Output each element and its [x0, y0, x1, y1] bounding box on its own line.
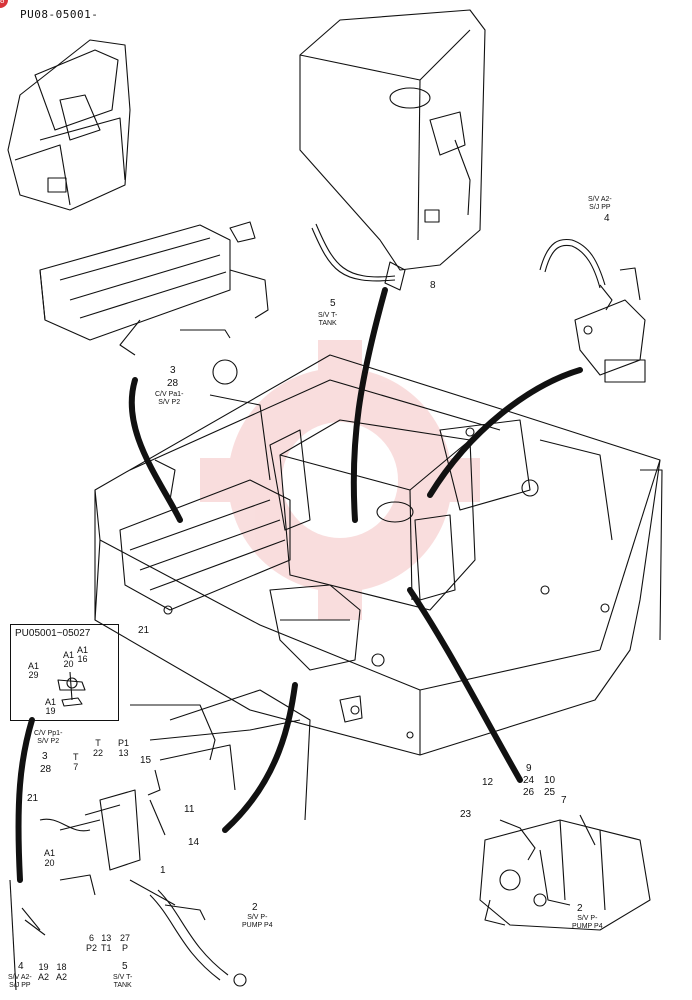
callout-sv-t-tank-top: S/V T- TANK — [318, 312, 338, 327]
callout-a1-20-bottom: A1 20 — [44, 848, 56, 868]
routing-lines — [15, 287, 583, 883]
hose-5-top — [311, 227, 396, 282]
inset-callout-a1-20: A1 20 — [63, 650, 75, 669]
callout-cv-pp1: C/V Pp1- S/V P2 — [34, 730, 63, 745]
inset-callout-a1-16: A1 16 — [77, 645, 89, 664]
callout-sv-t-tank-bottom: S/V T- TANK — [113, 974, 133, 989]
inset-callout-a1-29: A1 29 — [28, 661, 40, 680]
callout-cv-pa1-top: C/V Pa1- S/V P2 — [155, 391, 184, 406]
frame-valve-bank — [119, 479, 361, 671]
watermark-gear — [200, 340, 480, 620]
callout-1: 1 — [160, 865, 166, 876]
callout-t-22: T 22 — [93, 738, 104, 758]
excavator-thumbnail — [7, 39, 131, 211]
callout-p1-13: P1 13 — [118, 738, 130, 758]
control-valve-bank — [39, 221, 269, 356]
callout-25: 25 — [544, 787, 556, 798]
part-range: PU08-05001- — [20, 8, 99, 21]
callout-3-bottom: 3 — [42, 751, 48, 762]
callout-2-pump: 2 — [577, 903, 583, 914]
callout-12: 12 — [482, 777, 494, 788]
callout-26: 26 — [523, 787, 535, 798]
hydraulic-pump — [479, 814, 651, 931]
frame-tank — [279, 419, 476, 611]
callout-10: 10 — [544, 775, 556, 786]
callout-21-bottom: 21 — [27, 793, 39, 804]
callout-8: 8 — [430, 280, 436, 291]
callout-28-bottom: 28 — [40, 764, 52, 775]
callout-sv-a2-top: S/V A2- S/J PP — [588, 196, 612, 211]
callout-18-a2: 18 A2 — [56, 962, 68, 982]
callout-sv-p-pump: S/V P- PUMP P4 — [572, 915, 603, 930]
callout-4-top: 4 — [604, 213, 610, 224]
inset-fittings — [57, 671, 86, 707]
callout-28-top: 28 — [167, 378, 179, 389]
callout-19-a2: 19 A2 — [38, 962, 50, 982]
callout-6-p2: 6 P2 — [86, 933, 98, 953]
callout-24: 24 — [523, 775, 535, 786]
callout-15: 15 — [140, 755, 152, 766]
callout-4-bottom: 4 — [18, 961, 24, 972]
callout-13-t1: 13 T1 — [101, 933, 112, 953]
header-badge: 8 — [0, 0, 8, 8]
callout-3-top: 3 — [170, 365, 176, 376]
callout-7: 7 — [561, 795, 567, 806]
callout-sv-a2-bottom: S/V A2- S/J PP — [8, 974, 32, 989]
callout-14: 14 — [188, 837, 200, 848]
callout-sv-p-pump-bottom: S/V P- PUMP P4 — [242, 914, 273, 929]
header-badge-number: 8 — [0, 0, 5, 5]
bottom-valve-block — [9, 689, 311, 991]
callout-9: 9 — [526, 763, 532, 774]
callout-11: 11 — [184, 804, 195, 815]
machine-frame — [94, 354, 663, 756]
callout-5-top: 5 — [330, 298, 336, 309]
callout-5-bottom: 5 — [122, 961, 128, 972]
callout-27-p: 27 P — [120, 933, 131, 953]
callout-t-7: T 7 — [73, 752, 79, 772]
inset-box: PU05001~05027 — [10, 624, 119, 721]
callout-23: 23 — [460, 809, 472, 820]
inset-callout-a1-19: A1 19 — [45, 697, 57, 716]
hydraulic-tank — [299, 9, 486, 291]
callout-21-mid: 21 — [138, 625, 150, 636]
shuttle-valve-assembly — [539, 238, 646, 383]
callout-2-bottom: 2 — [252, 902, 258, 913]
inset-title: PU05001~05027 — [15, 628, 91, 639]
